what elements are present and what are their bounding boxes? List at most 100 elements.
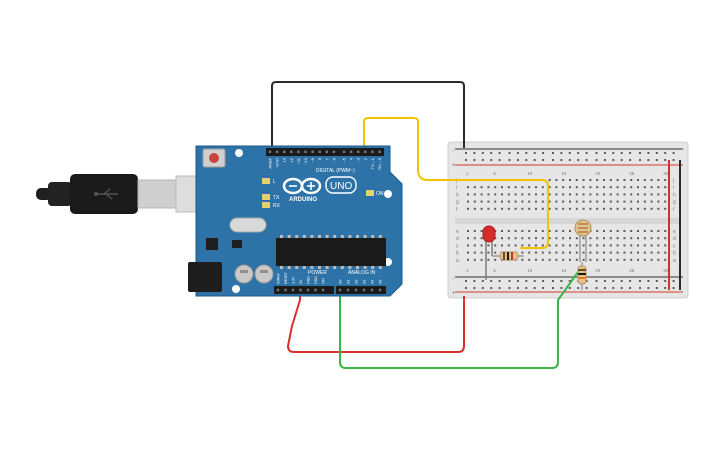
breadboard-hole[interactable] (664, 207, 667, 210)
breadboard-hole[interactable] (467, 244, 469, 247)
rail-hole[interactable] (655, 287, 658, 289)
breadboard-hole[interactable] (521, 200, 524, 203)
digital-pin[interactable] (342, 150, 346, 153)
breadboard-hole[interactable] (603, 207, 605, 210)
breadboard-hole[interactable] (473, 251, 476, 254)
breadboard-hole[interactable] (575, 200, 578, 203)
breadboard-hole[interactable] (541, 237, 544, 240)
breadboard-hole[interactable] (535, 251, 537, 254)
digital-pin[interactable] (311, 150, 314, 153)
power-pin[interactable] (314, 288, 317, 292)
breadboard-hole[interactable] (582, 237, 585, 240)
breadboard-hole[interactable] (575, 179, 578, 181)
rail-hole[interactable] (577, 159, 580, 161)
breadboard-hole[interactable] (569, 251, 571, 254)
breadboard-hole[interactable] (630, 244, 633, 247)
rail-hole[interactable] (647, 287, 650, 289)
breadboard-hole[interactable] (664, 186, 667, 189)
breadboard-hole[interactable] (487, 251, 490, 254)
rail-hole[interactable] (595, 280, 598, 282)
breadboard-hole[interactable] (637, 207, 639, 210)
breadboard-hole[interactable] (643, 237, 646, 240)
power-jack[interactable] (188, 262, 222, 292)
rail-hole[interactable] (560, 152, 563, 154)
digital-pin[interactable] (283, 150, 286, 153)
breadboard-hole[interactable] (630, 179, 633, 181)
rail-hole[interactable] (672, 159, 675, 161)
breadboard-hole[interactable] (548, 258, 551, 261)
breadboard-hole[interactable] (650, 230, 653, 232)
breadboard-hole[interactable] (480, 207, 483, 210)
breadboard-hole[interactable] (575, 251, 578, 254)
rail-hole[interactable] (542, 159, 545, 161)
rail-hole[interactable] (473, 287, 476, 289)
breadboard-hole[interactable] (630, 186, 633, 189)
breadboard-hole[interactable] (643, 207, 646, 210)
digital-pin[interactable] (364, 150, 367, 153)
breadboard-hole[interactable] (473, 200, 476, 203)
breadboard-hole[interactable] (637, 244, 639, 247)
breadboard-hole[interactable] (589, 179, 592, 181)
breadboard-hole[interactable] (623, 179, 626, 181)
breadboard-hole[interactable] (643, 258, 646, 261)
breadboard-hole[interactable] (480, 237, 483, 240)
power-pin[interactable] (306, 288, 310, 292)
breadboard-hole[interactable] (473, 230, 476, 232)
breadboard-hole[interactable] (494, 200, 497, 203)
breadboard-hole[interactable] (548, 200, 551, 203)
breadboard-hole[interactable] (596, 200, 599, 203)
breadboard-hole[interactable] (521, 207, 524, 210)
rail-hole[interactable] (585, 159, 588, 161)
breadboard-hole[interactable] (541, 186, 544, 189)
rail-hole[interactable] (490, 159, 493, 161)
breadboard-hole[interactable] (569, 237, 571, 240)
breadboard-hole[interactable] (487, 193, 490, 196)
breadboard-hole[interactable] (562, 207, 565, 210)
breadboard-hole[interactable] (609, 258, 612, 261)
analog-header[interactable] (336, 286, 386, 294)
breadboard-hole[interactable] (541, 230, 544, 232)
breadboard-hole[interactable] (643, 186, 646, 189)
breadboard-hole[interactable] (521, 186, 524, 189)
breadboard-hole[interactable] (494, 258, 497, 261)
breadboard-hole[interactable] (480, 251, 483, 254)
breadboard-hole[interactable] (555, 244, 558, 247)
breadboard-hole[interactable] (480, 186, 483, 189)
breadboard-hole[interactable] (664, 251, 667, 254)
breadboard-hole[interactable] (541, 251, 544, 254)
rail-hole[interactable] (664, 152, 667, 154)
breadboard-hole[interactable] (494, 186, 497, 189)
breadboard-hole[interactable] (535, 207, 537, 210)
breadboard-hole[interactable] (562, 193, 565, 196)
breadboard-hole[interactable] (494, 193, 497, 196)
rail-hole[interactable] (672, 152, 675, 154)
rail-hole[interactable] (639, 159, 641, 161)
breadboard-hole[interactable] (535, 193, 537, 196)
breadboard-hole[interactable] (548, 237, 551, 240)
breadboard-hole[interactable] (664, 258, 667, 261)
wire-green-a0[interactable] (339, 271, 579, 369)
breadboard-hole[interactable] (589, 244, 592, 247)
breadboard-hole[interactable] (582, 244, 585, 247)
rail-hole[interactable] (568, 159, 571, 161)
breadboard-hole[interactable] (555, 200, 558, 203)
rail-hole[interactable] (612, 280, 615, 282)
breadboard-hole[interactable] (623, 244, 626, 247)
digital-pin[interactable] (325, 150, 328, 153)
breadboard-hole[interactable] (555, 230, 558, 232)
breadboard-hole[interactable] (480, 244, 483, 247)
breadboard-hole[interactable] (501, 193, 503, 196)
breadboard-hole[interactable] (603, 258, 605, 261)
breadboard-hole[interactable] (637, 258, 639, 261)
rail-hole[interactable] (629, 287, 632, 289)
rail-hole[interactable] (508, 280, 511, 282)
rail-hole[interactable] (595, 287, 598, 289)
breadboard-hole[interactable] (623, 237, 626, 240)
breadboard-hole[interactable] (596, 251, 599, 254)
breadboard-hole[interactable] (643, 251, 646, 254)
digital-pin[interactable] (268, 150, 272, 153)
rail-hole[interactable] (585, 287, 588, 289)
breadboard-hole[interactable] (589, 186, 592, 189)
breadboard-hole[interactable] (507, 207, 510, 210)
rail-hole[interactable] (620, 280, 623, 282)
